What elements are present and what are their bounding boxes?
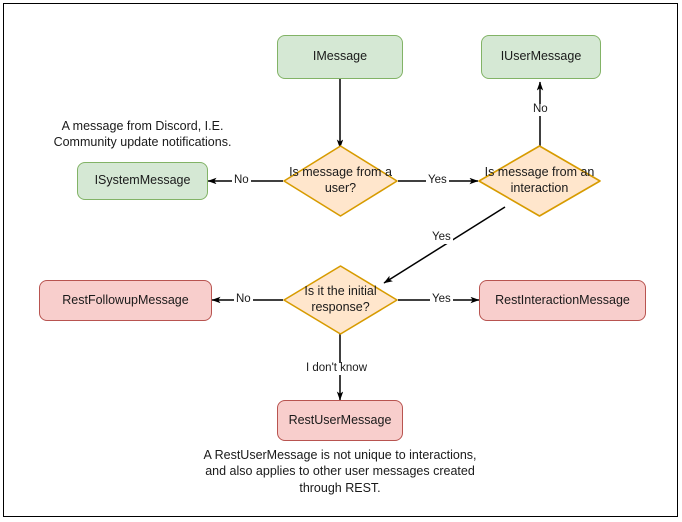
diagram-frame-border <box>3 3 678 517</box>
node-isystemmessage[interactable]: ISystemMessage <box>77 162 208 200</box>
node-restinteractionmessage[interactable]: RestInteractionMessage <box>479 280 646 321</box>
edge-label-initial-no: No <box>234 293 253 306</box>
edge-label-interaction-no: No <box>531 103 550 116</box>
edge-label-initial-yes: Yes <box>430 293 453 306</box>
edge-decision-interaction-yes-to-decision-initial <box>383 206 506 284</box>
edge-label-interaction-yes: Yes <box>430 231 453 244</box>
edge-label-user-yes: Yes <box>426 174 449 187</box>
note-isystemmessage: A message from Discord, I.E. Community u… <box>49 118 236 151</box>
node-restusermessage-label: RestUserMessage <box>288 412 392 427</box>
node-restusermessage[interactable]: RestUserMessage <box>277 400 403 441</box>
note-restusermessage-line2: and also applies to other user messages … <box>205 464 475 479</box>
node-isystemmessage-label: ISystemMessage <box>94 173 191 188</box>
node-restfollowupmessage[interactable]: RestFollowupMessage <box>39 280 212 321</box>
diamond-shape <box>283 145 398 217</box>
node-restfollowupmessage-label: RestFollowupMessage <box>62 292 189 307</box>
note-isystemmessage-line1: A message from Discord, I.E. <box>61 119 224 133</box>
node-imessage[interactable]: IMessage <box>277 35 403 79</box>
note-restusermessage: A RestUserMessage is not unique to inter… <box>190 447 490 496</box>
node-imessage-label: IMessage <box>312 49 368 64</box>
node-decision-initial[interactable]: Is it the initial response? <box>283 265 398 335</box>
node-iusermessage-label: IUserMessage <box>500 49 582 64</box>
edge-label-user-no: No <box>232 174 251 187</box>
node-decision-user[interactable]: Is message from a user? <box>283 145 398 217</box>
note-restusermessage-line1: A RestUserMessage is not unique to inter… <box>203 448 477 462</box>
node-decision-interaction[interactable]: Is message from an interaction <box>478 145 601 217</box>
note-isystemmessage-line2: Community update notifications. <box>53 135 232 150</box>
node-restinteractionmessage-label: RestInteractionMessage <box>495 292 630 307</box>
diamond-shape <box>478 145 601 217</box>
diamond-shape <box>283 265 398 335</box>
note-restusermessage-line3: through REST. <box>299 480 381 495</box>
node-iusermessage[interactable]: IUserMessage <box>481 35 601 79</box>
edge-label-initial-unknown: I don't know <box>304 362 370 375</box>
